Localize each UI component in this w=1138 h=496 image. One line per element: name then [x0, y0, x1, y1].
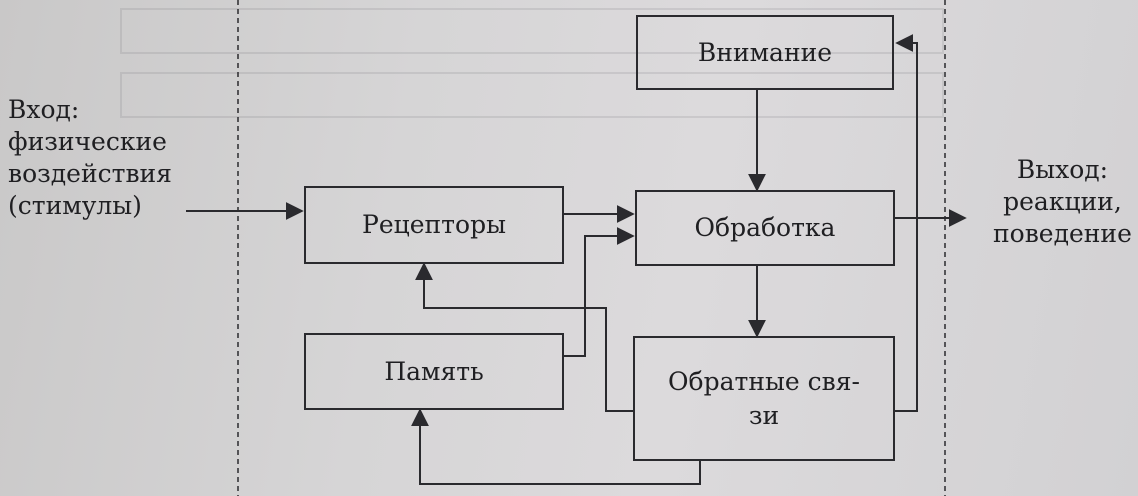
- bleed-through-frame-1: [120, 8, 944, 54]
- node-attention: Внимание: [636, 15, 894, 90]
- output-label: Выход: реакции, поведение: [993, 155, 1132, 248]
- node-processing-label: Обработка: [694, 213, 836, 243]
- feedback-to-receptors-arrow: [415, 262, 633, 412]
- node-feedback: Обратные свя- зи: [633, 336, 895, 461]
- node-memory: Память: [304, 333, 564, 410]
- node-receptors: Рецепторы: [304, 186, 564, 264]
- feedback-to-attention-arrow: [895, 34, 918, 412]
- node-memory-label: Память: [384, 356, 484, 386]
- feedback-to-memory-arrow: [411, 408, 701, 485]
- memory-to-processing-arrow: [564, 227, 635, 357]
- node-processing: Обработка: [635, 190, 895, 266]
- node-attention-label: Внимание: [697, 37, 833, 67]
- bleed-through-frame-2: [120, 72, 944, 118]
- node-feedback-label: Обратные свя- зи: [668, 366, 860, 430]
- node-receptors-label: Рецепторы: [362, 210, 506, 240]
- input-label: Вход: физические воздействия (стимулы): [8, 95, 172, 220]
